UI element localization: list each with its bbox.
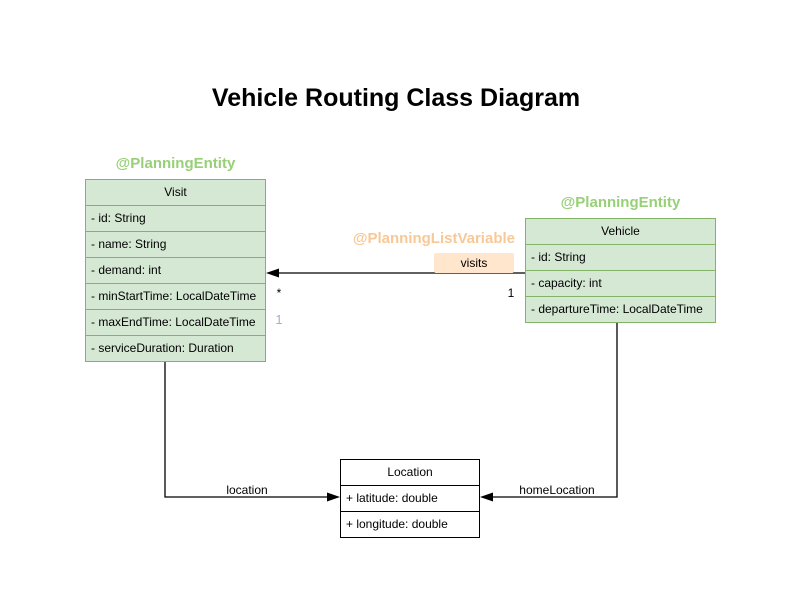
- class-name: Location: [387, 465, 433, 479]
- visit-planning-entity-annotation: @PlanningEntity: [115, 155, 236, 172]
- diagram-title: Vehicle Routing Class Diagram: [211, 84, 581, 112]
- homelocation-arrowhead-icon: [480, 492, 493, 502]
- location-arrowhead-icon: [327, 492, 340, 502]
- homelocation-association-line: [491, 322, 618, 498]
- class-name: Vehicle: [601, 224, 640, 238]
- vehicle-planning-entity-annotation: @PlanningEntity: [560, 194, 681, 211]
- class-box-location: Location + latitude: double + longitude:…: [340, 459, 480, 538]
- class-box-visit: Visit - id: String - name: String - dema…: [85, 179, 266, 362]
- class-attribute: - capacity: int: [526, 270, 715, 296]
- location-association-label: location: [226, 483, 268, 497]
- class-attribute: - id: String: [526, 244, 715, 270]
- class-box-vehicle: Vehicle - id: String - capacity: int - d…: [525, 218, 716, 323]
- class-attribute: - serviceDuration: Duration: [86, 335, 265, 361]
- class-attribute: - departureTime: LocalDateTime: [526, 296, 715, 322]
- visits-target-multiplicity: *: [276, 286, 282, 300]
- homelocation-association-label: homeLocation: [519, 483, 595, 497]
- class-attribute: - id: String: [86, 205, 265, 231]
- visits-association-label: visits: [434, 253, 514, 273]
- visits-arrowhead-icon: [266, 268, 279, 278]
- class-attribute: + longitude: double: [341, 511, 479, 537]
- visits-source-multiplicity: 1: [507, 286, 515, 300]
- class-attribute: - minStartTime: LocalDateTime: [86, 283, 265, 309]
- visits-list-index-marker: 1: [275, 312, 283, 327]
- class-name: Visit: [164, 185, 187, 199]
- location-association-line: [164, 362, 329, 498]
- class-attribute: - maxEndTime: LocalDateTime: [86, 309, 265, 335]
- class-attribute: - name: String: [86, 231, 265, 257]
- class-attribute: + latitude: double: [341, 485, 479, 511]
- class-attribute: - demand: int: [86, 257, 265, 283]
- planning-list-variable-annotation: @PlanningListVariable: [352, 230, 515, 247]
